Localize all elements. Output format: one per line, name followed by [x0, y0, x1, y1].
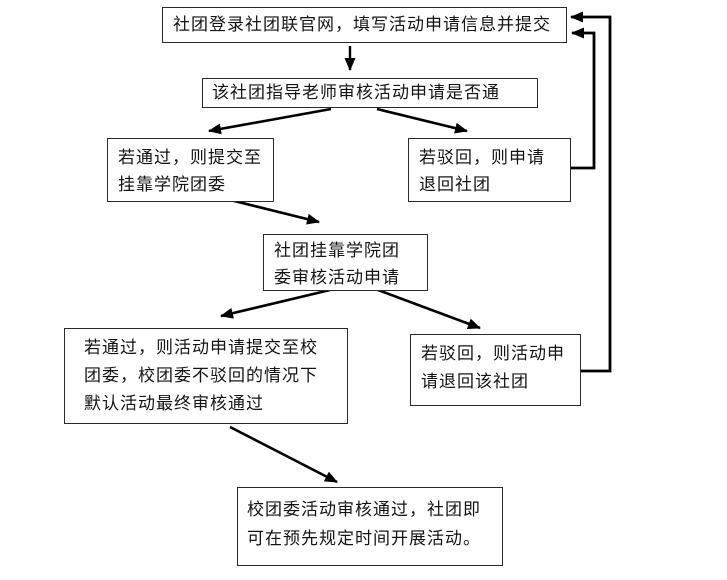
arrow-college-review-to-approved	[220, 288, 331, 319]
node-teacher-approved: 若通过，则提交至 挂靠学院团委	[107, 138, 274, 202]
node-final-approved: 校团委活动审核通过，社团即 可在预先规定时间开展活动。	[237, 487, 503, 566]
node-college-rejected: 若驳回，则活动申 请退回该社团	[410, 334, 581, 406]
node-teacher-review: 该社团指导老师审核活动申请是否通	[202, 78, 538, 108]
arrow-teacher-review-to-rejected	[376, 107, 468, 134]
feedback-arrow-college-rejected	[570, 11, 612, 373]
arrow-teacher-review-to-approved	[208, 107, 332, 135]
arrow-college-review-to-rejected	[377, 288, 481, 330]
feedback-arrow-teacher-rejected	[571, 27, 596, 170]
node-college-approved: 若通过，则活动申请提交至校 团委，校团委不驳回的情况下 默认活动最终审核通过	[64, 328, 348, 424]
node-submit-application: 社团登录社团联官网，填写活动申请信息并提交	[162, 7, 567, 43]
node-teacher-rejected: 若驳回，则申请 退回社团	[408, 138, 571, 202]
arrow-approved-to-final	[229, 425, 338, 484]
node-college-review: 社团挂靠学院团 委审核活动申请	[263, 234, 428, 291]
